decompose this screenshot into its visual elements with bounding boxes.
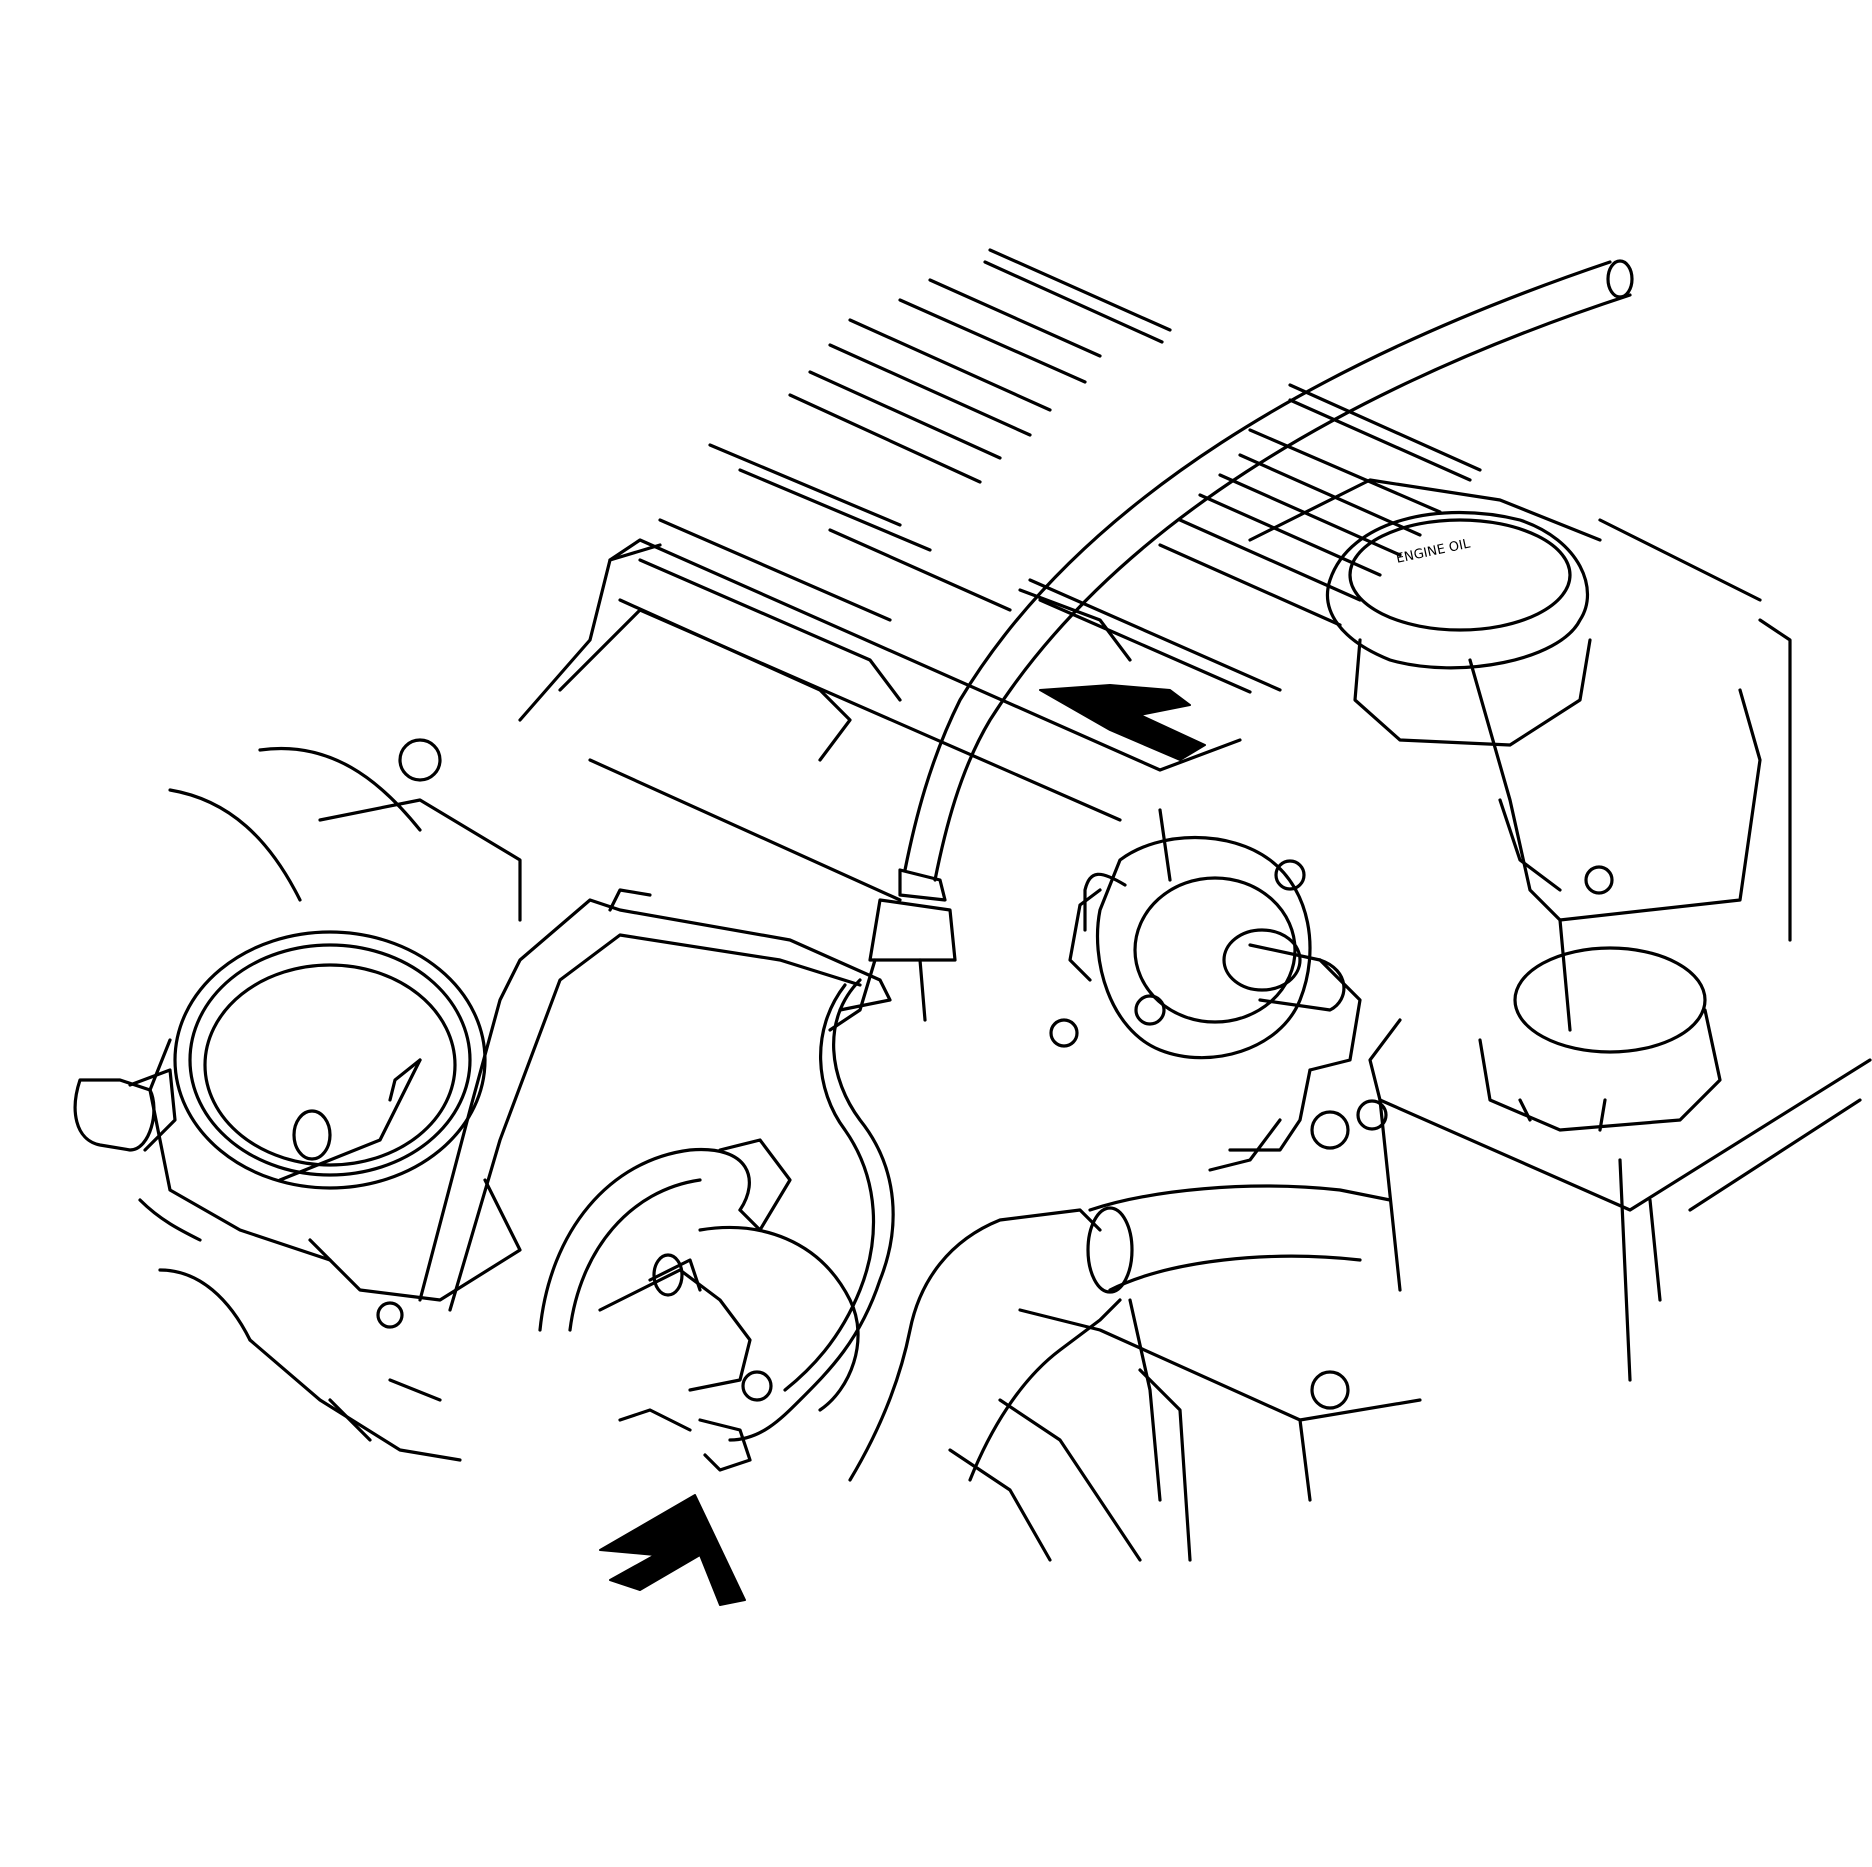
valve-cover [518, 518, 1242, 902]
mounting-bolts [376, 865, 1614, 1329]
throttle-body-bolt [73, 1068, 177, 1152]
upper-pointer-arrow [1039, 684, 1206, 761]
throttle-bracket [418, 888, 892, 1312]
lower-pointer-arrow [599, 1494, 746, 1606]
engine-block-lower [948, 1110, 1422, 1562]
battery-box [1368, 1018, 1872, 1382]
oil-fill-cap: ENGINE OIL [1248, 478, 1602, 747]
radiator-cap [1478, 946, 1722, 1132]
sensor-wire-harness [698, 978, 895, 1472]
throttle-body [148, 738, 522, 1302]
vacuum-hose [828, 259, 1634, 1032]
coolant-reservoir [1468, 518, 1792, 1032]
coolant-hose [848, 1184, 1392, 1482]
idle-air-control-valve [1068, 835, 1362, 1172]
intake-left-side [138, 746, 462, 1462]
valve-cover-ribs [708, 248, 1482, 694]
throttle-position-sensor [538, 1138, 860, 1432]
oil-cap-label: ENGINE OIL [1395, 536, 1472, 566]
